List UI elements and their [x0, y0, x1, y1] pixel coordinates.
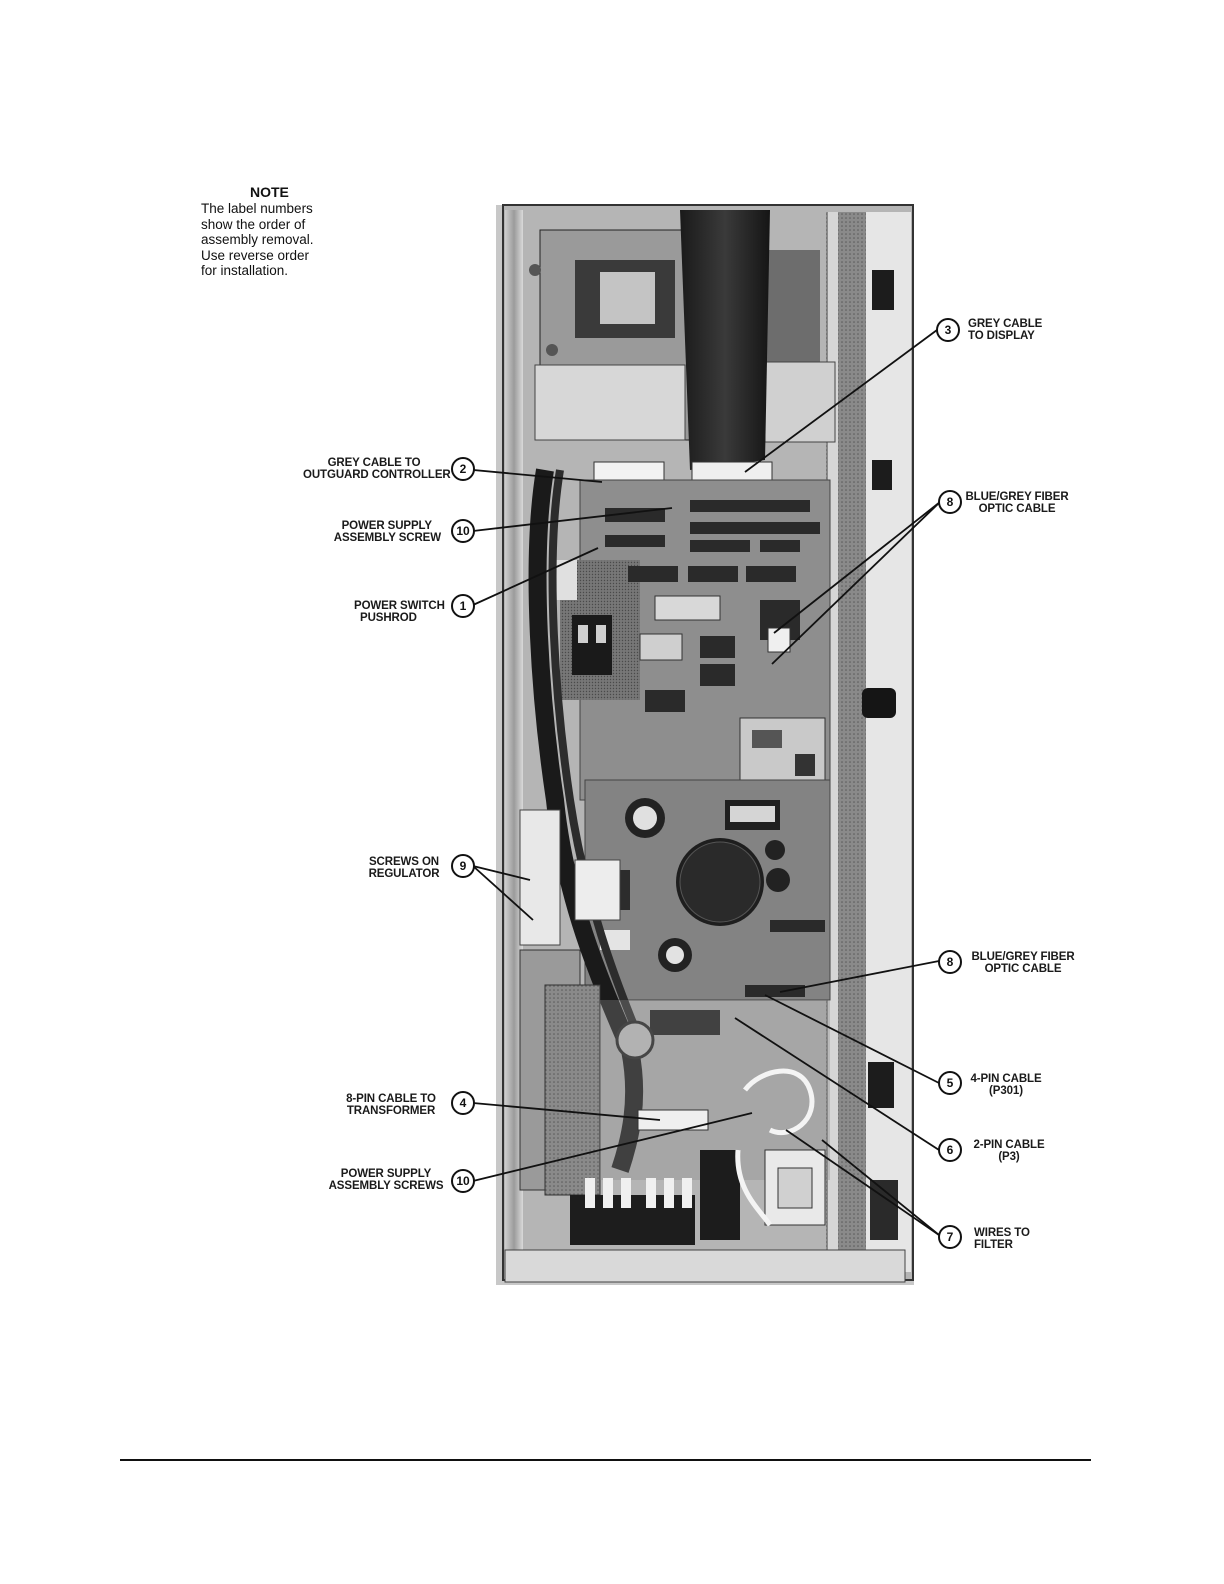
regulator-bracket [519, 809, 561, 946]
callout-number-4: 4 [451, 1091, 475, 1115]
note-line: for installation. [201, 263, 289, 278]
note-line: assembly removal. [201, 232, 314, 247]
note-line: The label numbers [201, 201, 313, 216]
note-title: NOTE [250, 184, 289, 200]
connector-p3 [650, 1010, 720, 1035]
footer-rule [120, 1459, 1091, 1461]
regulator-pcb [584, 779, 831, 1001]
callout-number-2: 2 [451, 457, 475, 481]
callout-number-8-bottom: 8 [938, 950, 962, 974]
callout-number-10-top: 10 [451, 519, 475, 543]
note-line: show the order of [201, 216, 306, 232]
grey-display-cable [680, 210, 770, 470]
callout-number-10-bottom: 10 [451, 1169, 475, 1193]
callout-number-8-top: 8 [938, 490, 962, 514]
note-body: The label numbers show the order of asse… [201, 201, 339, 279]
callout-number-5: 5 [938, 1071, 962, 1095]
leader-lines [451, 329, 941, 1236]
cable-bundle [528, 468, 644, 1173]
transformer [529, 229, 836, 443]
callout-number-3: 3 [936, 318, 960, 342]
callout-label-2-pin-cable: 2-PIN CABLE(P3) [973, 1139, 1045, 1163]
callout-number-7: 7 [938, 1225, 962, 1249]
callout-number-1: 1 [451, 594, 475, 618]
note-line: Use reverse order [201, 247, 310, 263]
callout-number-9: 9 [451, 854, 475, 878]
callout-number-6: 6 [938, 1138, 962, 1162]
fuse-block [570, 1178, 695, 1245]
callout-label-4-pin-cable: 4-PIN CABLE(P301) [970, 1073, 1042, 1097]
8-pin-connector [637, 1109, 709, 1131]
